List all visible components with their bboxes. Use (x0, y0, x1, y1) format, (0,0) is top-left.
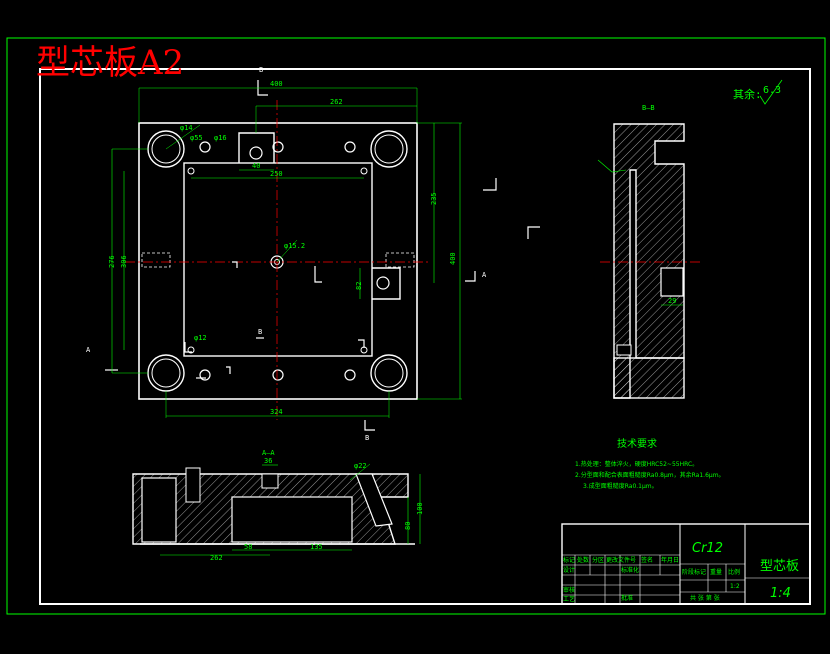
side-view-bb: B—B 29 (597, 104, 700, 399)
svg-text:签名: 签名 (641, 556, 653, 564)
svg-text:比例: 比例 (728, 568, 740, 576)
dim-phi15-2: φ15.2 (284, 242, 305, 250)
svg-text:更改文件号: 更改文件号 (606, 556, 636, 564)
material-text: Cr12 (692, 541, 723, 556)
drawing-title: 型芯板A2 (36, 43, 184, 83)
dim-front-phi: φ22 (354, 462, 367, 470)
dim-right-235: 235 (430, 192, 438, 205)
tech-line-2: 2.分型面和配合表面粗糙度Ra0.8μm，其余Ra1.6μm。 (575, 471, 725, 479)
front-view-aa: A—A 36 262 58 135 100 80 φ22 (132, 449, 424, 562)
dim-inner-40: 40 (252, 162, 260, 170)
svg-text:A: A (86, 346, 91, 354)
dim-top-400: 400 (270, 80, 283, 88)
svg-text:阶段标记: 阶段标记 (682, 568, 706, 576)
svg-text:B—B: B—B (642, 104, 655, 112)
tech-line-1: 1.热处理：整体淬火，硬度HRC52~55HRC。 (575, 460, 698, 468)
dim-front-262: 262 (210, 554, 223, 562)
technical-requirements: 技术要求 1.热处理：整体淬火，硬度HRC52~55HRC。 2.分型面和配合表… (575, 437, 725, 490)
dim-left-306: 306 (120, 255, 128, 268)
dim-front-100: 100 (416, 502, 424, 515)
scale-text: 1:4 (770, 586, 791, 601)
svg-text:B: B (259, 66, 263, 74)
title-block: Cr12 型芯板 1:4 标记 设计 审核 工艺 处数 分区 更改文件号 签名 … (561, 523, 811, 605)
dim-left-276: 276 (108, 255, 116, 268)
svg-text:审核: 审核 (563, 586, 575, 594)
roughness-value: 6.3 (763, 85, 781, 96)
outer-frame (6, 37, 826, 615)
svg-text:工艺: 工艺 (563, 595, 575, 603)
dim-front-135: 135 (310, 543, 323, 551)
roughness-symbol (759, 79, 783, 105)
roughness-note: 其余: (733, 87, 762, 101)
dim-front-58: 58 (244, 543, 252, 551)
svg-text:1:2: 1:2 (730, 583, 740, 590)
svg-text:共 张 第 张: 共 张 第 张 (690, 594, 720, 602)
svg-text:处数: 处数 (577, 556, 589, 564)
dim-bottom-324: 324 (270, 408, 283, 416)
svg-text:年月日: 年月日 (661, 556, 679, 564)
svg-text:重量: 重量 (710, 568, 722, 576)
tech-heading: 技术要求 (617, 437, 657, 450)
dim-side-29: 29 (668, 297, 676, 305)
section-mark (483, 178, 497, 191)
dim-front-80: 80 (404, 522, 412, 530)
dim-side-82: 82 (355, 282, 363, 290)
dim-phi12: φ12 (194, 334, 207, 342)
svg-text:设计: 设计 (563, 566, 575, 574)
dim-phi55: φ55 (190, 134, 203, 142)
part-name-text: 型芯板 (760, 559, 799, 574)
svg-text:A—A: A—A (262, 449, 275, 457)
tech-line-3: 3.成型面粗糙度Ra0.1μm。 (583, 482, 658, 490)
dim-top-262: 262 (330, 98, 343, 106)
dim-inner-250: 250 (270, 170, 283, 178)
dim-right-400: 400 (449, 252, 457, 265)
dim-phi14: φ14 (180, 124, 193, 132)
section-mark (527, 226, 540, 239)
svg-text:B: B (258, 328, 262, 336)
svg-text:A: A (482, 271, 487, 279)
top-view: B B A A B 400 262 235 400 276 306 250 40… (86, 66, 487, 442)
svg-text:B: B (365, 434, 369, 442)
svg-text:批准: 批准 (621, 594, 633, 602)
inner-frame (39, 68, 811, 605)
dim-phi16: φ16 (214, 134, 227, 142)
svg-text:标记: 标记 (563, 556, 575, 564)
dim-front-36: 36 (264, 457, 272, 465)
svg-text:标准化: 标准化 (621, 566, 639, 574)
svg-text:分区: 分区 (592, 556, 604, 564)
